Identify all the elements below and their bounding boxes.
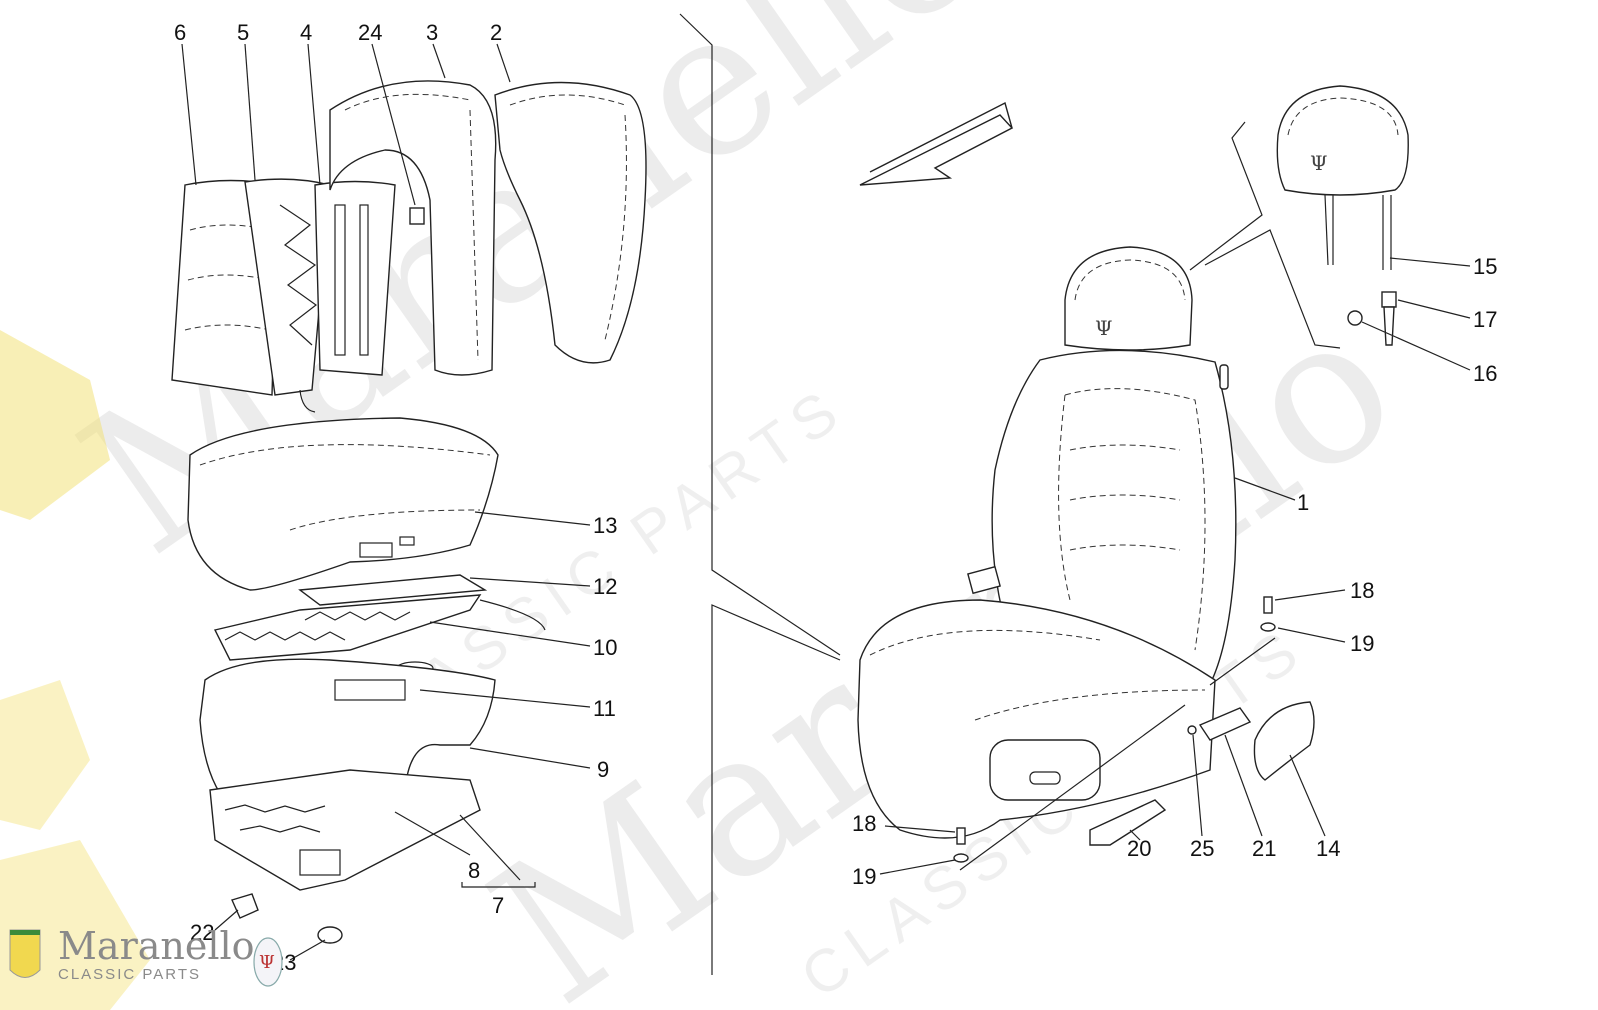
brand-name: Maranello — [58, 924, 255, 968]
part-seat-cushion-installed — [857, 565, 1216, 839]
ferrari-shield-icon — [0, 330, 150, 1010]
part-4-backrest-frame — [314, 180, 396, 376]
leader-lines-left — [181, 43, 591, 961]
part-22-bracket — [231, 893, 259, 919]
part-2-rear-panel — [494, 81, 647, 364]
part-25-washer — [1187, 725, 1197, 735]
part-20-trim — [1089, 799, 1167, 846]
part-18-bolt-lower — [956, 827, 966, 845]
callout-21: 21 — [1252, 836, 1276, 861]
callout-1: 1 — [1297, 490, 1309, 515]
part-19-washer-upper — [1260, 622, 1276, 632]
part-3-backrest-shell — [329, 80, 497, 376]
part-14-side-cover — [1253, 701, 1315, 781]
part-21-trim — [1198, 707, 1252, 741]
part-18-bolt-upper — [1263, 596, 1273, 614]
part-13-seat-cushion-cover — [187, 417, 499, 591]
callout-15: 15 — [1473, 254, 1497, 279]
callout-16: 16 — [1473, 361, 1497, 386]
maserati-trident-icon: Ψ — [1095, 316, 1113, 340]
callout-19-upper: 19 — [1350, 631, 1374, 656]
callout-17: 17 — [1473, 307, 1497, 332]
callout-20: 20 — [1127, 836, 1151, 861]
part-23-cap — [317, 926, 343, 944]
callout-18-upper: 18 — [1350, 578, 1374, 603]
callout-24: 24 — [358, 20, 382, 45]
callout-4: 4 — [300, 20, 312, 45]
svg-text:Ψ: Ψ — [259, 952, 275, 973]
part-15-headrest: Ψ — [1276, 85, 1409, 270]
part-10-seat-heating-pad — [213, 594, 546, 661]
callout-25: 25 — [1190, 836, 1214, 861]
brand-tagline: CLASSIC PARTS — [58, 966, 201, 983]
callout-12: 12 — [593, 574, 617, 599]
part-12-insulation — [298, 574, 488, 606]
maserati-trident-icon: Ψ — [253, 937, 283, 987]
maserati-trident-icon: Ψ — [1310, 151, 1328, 175]
callout-19-lower: 19 — [852, 864, 876, 889]
brand-logo: Maranello CLASSIC PARTS — [58, 926, 255, 983]
part-17-guide-sleeve — [1381, 291, 1397, 346]
callout-13: 13 — [593, 513, 617, 538]
callout-10: 10 — [593, 635, 617, 660]
direction-arrow-icon — [859, 101, 1014, 186]
callout-2: 2 — [490, 20, 502, 45]
part-headrest-installed: Ψ — [1064, 246, 1193, 351]
part-24-clip — [409, 207, 425, 225]
callout-5: 5 — [237, 20, 249, 45]
ferrari-shield-icon — [9, 929, 41, 978]
callout-11: 11 — [593, 696, 616, 721]
callout-9: 9 — [597, 757, 609, 782]
callout-18-lower: 18 — [852, 811, 876, 836]
callout-6: 6 — [174, 20, 186, 45]
part-19-washer-lower — [953, 853, 969, 863]
callout-numbers: 6 5 4 24 3 2 13 12 10 11 9 8 7 22 23 1 1… — [174, 20, 1497, 975]
callout-8: 8 — [468, 858, 480, 883]
detail-bracket — [1189, 121, 1341, 349]
part-16-clip — [1347, 310, 1363, 326]
callout-14: 14 — [1316, 836, 1340, 861]
view-divider — [679, 13, 841, 975]
callout-3: 3 — [426, 20, 438, 45]
callout-7: 7 — [492, 893, 504, 918]
callout-22: 22 — [190, 920, 214, 945]
part-1-seat-assembly — [991, 349, 1237, 681]
part-8-seat-frame — [209, 769, 481, 891]
leader-lines-right — [879, 257, 1471, 875]
